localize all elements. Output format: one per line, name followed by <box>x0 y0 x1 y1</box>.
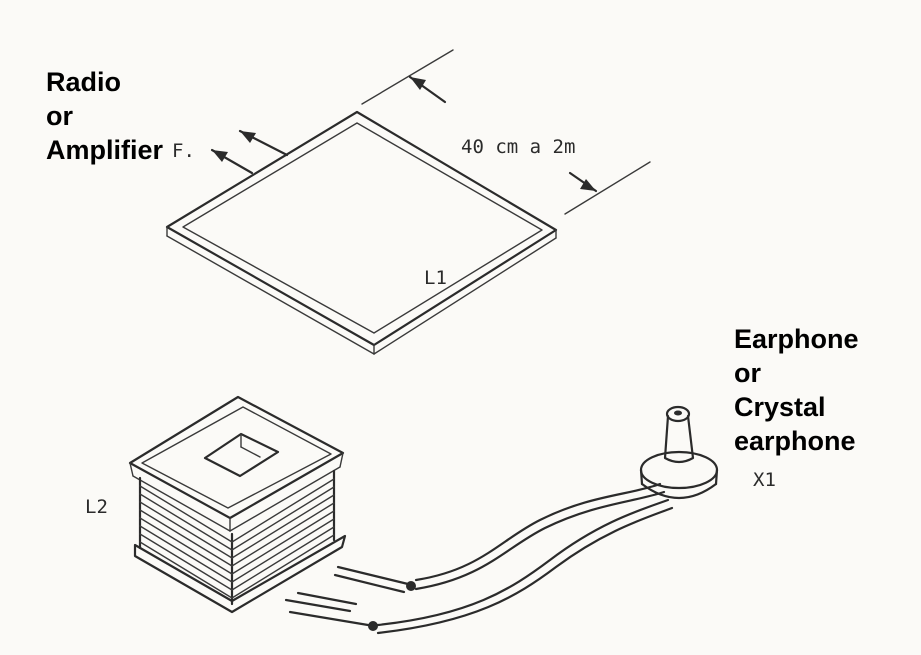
coil-leads <box>284 482 674 635</box>
radio-amplifier-label: Radio or Amplifier <box>46 65 163 167</box>
label-line: Amplifier <box>46 135 164 165</box>
label-line: or <box>734 358 761 388</box>
l1-leads <box>210 129 289 175</box>
x1-earphone <box>639 405 719 500</box>
label-line: Crystal <box>734 392 826 422</box>
label-line: or <box>46 101 73 131</box>
x1-label: X1 <box>753 469 776 491</box>
earphone-label: Earphone or Crystal earphone <box>734 322 859 458</box>
l2-coil <box>128 395 347 614</box>
label-line: Earphone <box>734 324 859 354</box>
dimension-label: 40 cm a 2m <box>461 136 575 158</box>
dimension-arrow <box>361 49 651 215</box>
l1-loop-frame <box>165 110 558 355</box>
f-marker: F. <box>172 140 195 162</box>
l2-label: L2 <box>85 496 108 518</box>
label-line: Radio <box>46 67 122 97</box>
label-line: earphone <box>734 426 856 456</box>
l1-label: L1 <box>424 267 447 289</box>
